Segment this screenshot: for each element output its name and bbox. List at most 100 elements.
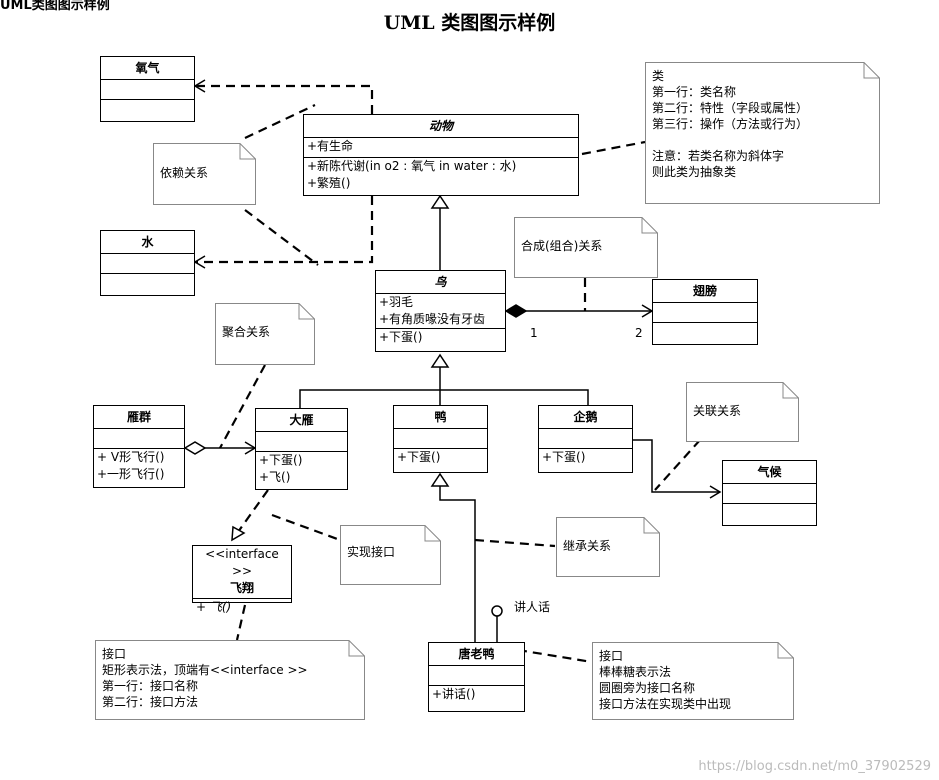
class-ops: +下蛋() +飞() (256, 452, 347, 486)
class-goose-flock: 雁群 + V形飞行() +一形飞行() (93, 405, 185, 488)
note-inheritance: 继承关系 (556, 517, 660, 577)
class-attrs (256, 432, 347, 452)
class-name: 大雁 (256, 409, 347, 432)
class-name: 唐老鸭 (429, 643, 524, 666)
note-line: 第三行：操作（方法或行为） (652, 117, 809, 131)
note-line: 接口 (599, 649, 624, 663)
class-donald-duck: 唐老鸭 +讲话() (428, 642, 525, 712)
note-line (652, 132, 808, 148)
association-line (632, 439, 720, 493)
class-note-anchor (581, 140, 646, 156)
dependency-oxygen-arrow (193, 79, 206, 93)
class-oxygen: 氧气 (100, 56, 195, 122)
generalization-bus (299, 389, 589, 408)
note-interface-rectangle: 接口 矩形表示法，顶端有<<interface >> 第一行：接口名称 第二行：… (95, 640, 365, 720)
inheritance-note-anchor (474, 538, 556, 548)
note-interface-lollipop: 接口 棒棒糖表示法 圆圈旁为接口名称 接口方法在实现类中出现 (592, 642, 794, 720)
class-attrs: +羽毛 +有角质喙没有牙齿 (376, 294, 505, 329)
dependency-water-arrow (193, 255, 206, 269)
aggregation-note-anchor (219, 364, 266, 449)
class-name: 鸟 (376, 271, 505, 294)
class-attrs (723, 484, 816, 504)
note-association: 关联关系 (686, 382, 799, 442)
note-class-description: 类 第一行：类名称 第二行：特性（字段或属性） 第三行：操作（方法或行为） 注意… (645, 62, 880, 204)
class-animal: 动物 +有生命 +新陈代谢(in o2 : 氧气 in water : 水) +… (303, 114, 579, 196)
op: + V形飞行() (97, 450, 165, 464)
note-composition: 合成(组合)关系 (514, 217, 658, 278)
lollipop-circle (491, 605, 503, 617)
watermark: https://blog.csdn.net/m0_37902529 (698, 759, 931, 774)
class-water: 水 (100, 230, 195, 296)
note-line: 关联关系 (693, 404, 742, 418)
class-ops (101, 100, 194, 120)
class-attrs (101, 254, 194, 274)
note-line: 则此类为抽象类 (652, 165, 737, 179)
class-ops (653, 323, 757, 343)
class-ops (723, 504, 816, 524)
note-line: 第一行：接口名称 (102, 679, 199, 693)
association-arrow (709, 485, 722, 499)
class-name: 动物 (304, 115, 578, 138)
note-line: 接口方法在实现类中出现 (599, 697, 732, 711)
note-line: 注意：若类名称为斜体字 (652, 149, 785, 163)
generalization-triangle-duck (430, 472, 450, 487)
dependency-oxygen-line (195, 84, 374, 114)
note-dependency: 依赖关系 (153, 143, 256, 205)
donald-duck-generalization (439, 486, 476, 642)
stereotype: <<interface >> (205, 547, 279, 578)
composition-diamond (504, 304, 528, 318)
op: +一形飞行() (97, 467, 165, 481)
class-wing: 翅膀 (652, 279, 758, 345)
class-ops: + V形飞行() +一形飞行() (94, 449, 184, 483)
op: +繁殖() (307, 176, 351, 190)
realization-triangle (231, 525, 246, 542)
note-aggregation: 聚合关系 (215, 303, 315, 365)
class-name: 雁群 (94, 406, 184, 429)
dependency-note-anchor-2 (244, 209, 319, 266)
op: +下蛋() (542, 450, 586, 464)
note-line: 棒棒糖表示法 (599, 665, 672, 679)
class-attrs (653, 303, 757, 323)
class-ops: +下蛋() (376, 329, 505, 346)
op: +下蛋() (379, 330, 423, 344)
class-ops: +下蛋() (539, 449, 632, 466)
note-line: 实现接口 (347, 545, 396, 559)
note-line: 依赖关系 (160, 166, 209, 180)
class-name: 鸭 (394, 406, 487, 429)
class-attrs (394, 429, 487, 449)
class-goose: 大雁 +下蛋() +飞() (255, 408, 348, 490)
realization-line (237, 489, 269, 533)
diagram-title: UML 类图图示样例 (383, 12, 556, 34)
attr: +羽毛 (379, 295, 414, 309)
note-line: 第二行：接口方法 (102, 695, 199, 709)
class-attrs (101, 80, 194, 100)
note-realization: 实现接口 (340, 525, 441, 585)
op: +飞() (259, 470, 291, 484)
op: + 飞() (196, 600, 232, 614)
class-attrs (94, 429, 184, 449)
note-line: 类 (652, 69, 665, 83)
aggregation-diamond (183, 441, 207, 455)
class-duck: 鸭 +下蛋() (393, 405, 488, 473)
class-name: 翅膀 (653, 280, 757, 303)
note-line: 合成(组合)关系 (521, 239, 603, 253)
class-attrs: +有生命 (304, 138, 578, 158)
generalization-triangle-animal (430, 194, 450, 209)
note-line: 矩形表示法，顶端有<<interface >> (102, 663, 308, 677)
class-attrs (539, 429, 632, 449)
class-ops: +新陈代谢(in o2 : 氧气 in water : 水) +繁殖() (304, 158, 578, 192)
class-ops (101, 274, 194, 294)
class-attrs (429, 666, 524, 686)
note-line: 聚合关系 (222, 325, 271, 339)
note-line: 继承关系 (563, 539, 612, 553)
attr: +有生命 (307, 139, 354, 153)
class-bird: 鸟 +羽毛 +有角质喙没有牙齿 +下蛋() (375, 270, 506, 352)
class-name: 水 (101, 231, 194, 254)
lollipop-note-anchor (517, 648, 593, 664)
interface-fly: <<interface >> 飞翔 + 飞() (192, 545, 292, 614)
dependency-note-anchor-1 (244, 104, 316, 139)
class-ops: +讲话() (429, 686, 524, 703)
note-line: 第二行：特性（字段或属性） (652, 101, 809, 115)
multiplicity-2: 2 (635, 326, 643, 340)
